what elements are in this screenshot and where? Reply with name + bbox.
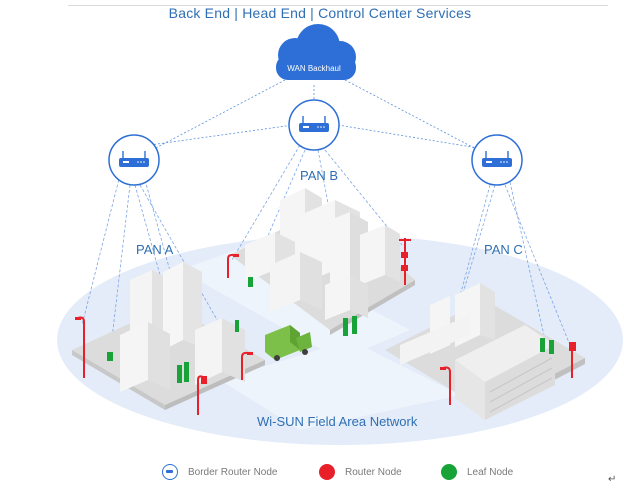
leaf-node-icon <box>235 320 239 332</box>
leaf-nodes <box>107 277 554 383</box>
road-strip <box>220 340 460 430</box>
pan-b-block <box>230 188 415 335</box>
legend-label: Leaf Node <box>467 466 514 478</box>
router-node-icon <box>197 375 207 415</box>
page-title: Back End | Head End | Control Center Ser… <box>168 5 472 21</box>
pan-a-label: PAN A <box>136 242 174 257</box>
leaf-node-icon <box>177 365 182 383</box>
legend-label: Router Node <box>345 466 402 478</box>
utility-truck <box>265 325 312 361</box>
cloud-label: WAN Backhaul <box>287 64 341 73</box>
leaf-node-icon <box>549 340 554 354</box>
leaf-node-icon <box>343 318 348 336</box>
pan-a-block <box>72 262 265 410</box>
pan-c-label: PAN C <box>484 242 523 257</box>
leaf-node-icon <box>540 338 545 352</box>
legend-border-router: Border Router Node <box>162 464 278 480</box>
leaf-node-icon <box>107 352 113 361</box>
paragraph-mark: ↵ <box>608 474 617 485</box>
leaf-node-icon <box>352 316 357 334</box>
wan-backhaul-cloud: WAN Backhaul <box>276 24 356 80</box>
legend-leaf-node: Leaf Node <box>441 464 513 480</box>
leaf-node-icon <box>184 362 189 382</box>
border-router-pan-c <box>471 134 523 186</box>
legend-label: Border Router Node <box>188 466 278 478</box>
backhaul-links <box>149 79 479 151</box>
router-node-icon <box>241 351 253 380</box>
router-node-icon <box>440 366 451 405</box>
border-router-pan-a <box>108 134 160 186</box>
border-router-icon <box>482 151 512 167</box>
network-label: Wi-SUN Field Area Network <box>257 414 418 429</box>
border-router-icon <box>119 151 149 167</box>
leaf-node-icon <box>248 277 253 287</box>
router-node-streetlights <box>75 238 576 415</box>
border-router-icon <box>162 464 178 480</box>
router-node-icon <box>569 342 576 378</box>
legend-router-node: Router Node <box>319 464 402 480</box>
router-node-icon <box>75 316 85 378</box>
top-rule <box>68 5 608 6</box>
pan-c-block <box>385 283 585 420</box>
border-router-pan-b <box>288 99 340 151</box>
router-node-icon <box>319 464 335 480</box>
router-node-icon <box>399 238 411 285</box>
border-router-icon <box>299 116 329 132</box>
leaf-node-icon <box>441 464 457 480</box>
router-node-icon <box>227 253 239 278</box>
pan-b-label: PAN B <box>300 168 339 183</box>
